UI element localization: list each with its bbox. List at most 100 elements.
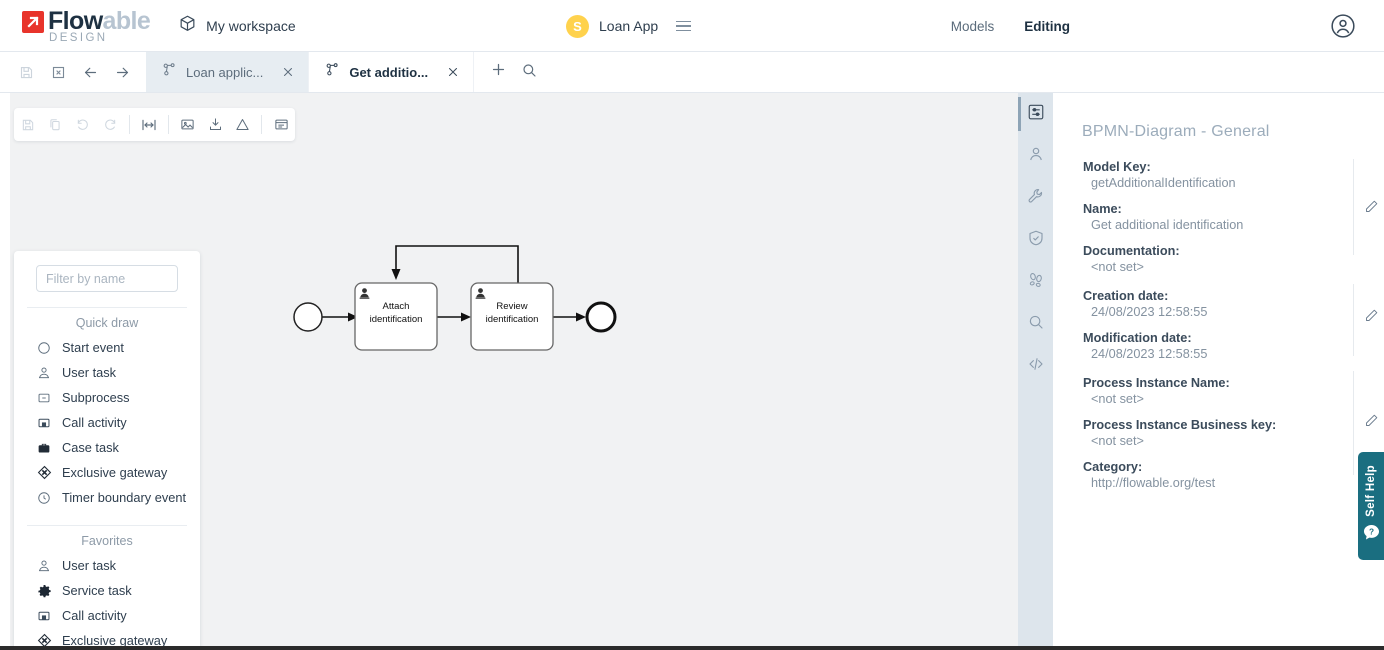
toggle-panel-icon[interactable]	[267, 111, 295, 139]
self-help-tab[interactable]: Self Help ?	[1358, 452, 1384, 560]
bpmn-user-task-review-identification[interactable]: Review identification	[470, 282, 554, 351]
save-icon[interactable]	[14, 111, 42, 139]
workspace-selector[interactable]: My workspace	[178, 14, 296, 38]
palette-item-label: Timer boundary event	[62, 490, 187, 505]
arrow-left-icon[interactable]	[76, 58, 104, 86]
copy-icon[interactable]	[42, 111, 70, 139]
user-icon	[1027, 145, 1045, 168]
palette-divider	[27, 525, 187, 526]
palette-item-call-activity[interactable]: Call activity	[14, 410, 200, 435]
rail-item-search[interactable]	[1018, 303, 1053, 345]
close-box-icon[interactable]	[44, 58, 72, 86]
current-app[interactable]: S Loan App	[566, 0, 692, 52]
panel-title: BPMN-Diagram - General	[1082, 123, 1270, 140]
window-bottom-edge	[0, 646, 1384, 650]
property-label: Creation date:	[1083, 289, 1169, 303]
palette-item-start-event[interactable]: Start event	[14, 335, 200, 360]
search-icon[interactable]	[521, 62, 537, 83]
export-image-icon[interactable]	[174, 111, 202, 139]
validate-warning-icon[interactable]	[229, 111, 257, 139]
palette-item-subprocess[interactable]: Subprocess	[14, 385, 200, 410]
tab-label: Loan applic...	[186, 64, 264, 80]
element-palette: Quick draw Start event User task	[14, 251, 200, 650]
pencil-icon[interactable]	[1364, 413, 1379, 428]
process-icon	[325, 62, 340, 82]
pencil-icon[interactable]	[1364, 308, 1379, 323]
property-row-name: Name: Get additional identification	[1083, 201, 1384, 234]
property-value: getAdditionalIdentification	[1091, 176, 1236, 190]
user-task-icon	[359, 288, 370, 299]
favorite-item-service-task[interactable]: Service task	[14, 578, 200, 603]
fit-width-icon[interactable]	[135, 111, 163, 139]
toolbar-divider	[261, 115, 263, 134]
favorite-item-call-activity[interactable]: Call activity	[14, 603, 200, 628]
sequence-flow-review-to-end[interactable]	[552, 312, 586, 322]
code-icon	[1027, 355, 1045, 378]
rail-item-security[interactable]	[1018, 219, 1053, 261]
toolbar-divider	[129, 115, 131, 134]
bpmn-end-event[interactable]	[585, 301, 617, 333]
rail-item-tools[interactable]	[1018, 177, 1053, 219]
rail-item-identity[interactable]	[1018, 135, 1053, 177]
shield-check-icon	[1027, 229, 1045, 252]
favorites-title: Favorites	[81, 534, 133, 548]
close-icon[interactable]	[272, 66, 294, 78]
task-label-line2: identification	[486, 314, 539, 325]
property-label: Process Instance Name:	[1083, 376, 1230, 390]
property-group-general: Model Key: getAdditionalIdentification N…	[1083, 159, 1384, 276]
property-value: 24/08/2023 12:58:55	[1091, 305, 1208, 319]
user-circle-icon[interactable]	[1330, 13, 1356, 39]
property-row-modification-date: Modification date: 24/08/2023 12:58:55	[1083, 330, 1384, 363]
save-icon[interactable]	[12, 58, 40, 86]
bpmn-start-event[interactable]	[293, 302, 323, 332]
palette-item-timer-boundary-event[interactable]: Timer boundary event	[14, 485, 200, 510]
sequence-flow-attach-to-review[interactable]	[437, 312, 471, 322]
redo-icon[interactable]	[97, 111, 125, 139]
palette-item-label: User task	[62, 558, 117, 573]
favorite-item-user-task[interactable]: User task	[14, 553, 200, 578]
property-value: 24/08/2023 12:58:55	[1091, 347, 1208, 361]
filter-input[interactable]	[36, 265, 178, 292]
property-row-category: Category: http://flowable.org/test	[1083, 459, 1384, 492]
editor-tab-get-additional-identification[interactable]: Get additio...	[309, 52, 475, 92]
pencil-icon[interactable]	[1364, 199, 1379, 214]
property-divider	[1353, 371, 1354, 475]
close-icon[interactable]	[437, 66, 459, 78]
timer-boundary-event-icon	[36, 490, 52, 506]
properties-body: Model Key: getAdditionalIdentification N…	[1053, 141, 1384, 492]
editor-tab-loan-application[interactable]: Loan applic...	[146, 52, 310, 92]
bpmn-canvas[interactable]: Quick draw Start event User task	[0, 93, 1018, 650]
nav-models[interactable]: Models	[950, 18, 995, 34]
property-value: http://flowable.org/test	[1091, 476, 1216, 490]
palette-item-label: Call activity	[62, 415, 127, 430]
palette-item-user-task[interactable]: User task	[14, 360, 200, 385]
bpmn-user-task-attach-identification[interactable]: Attach identification	[354, 282, 438, 351]
plus-icon[interactable]	[490, 61, 507, 83]
user-task-icon	[475, 288, 486, 299]
self-help-label: Self Help	[1365, 464, 1377, 517]
property-group-process-instance: Process Instance Name: <not set> Process…	[1083, 371, 1384, 492]
rail-item-code[interactable]	[1018, 345, 1053, 387]
property-divider	[1353, 284, 1354, 356]
palette-item-exclusive-gateway[interactable]: Exclusive gateway	[14, 460, 200, 485]
logo-word-primary: Flow	[48, 7, 103, 35]
nav-editing[interactable]: Editing	[1024, 18, 1070, 34]
rail-item-properties[interactable]	[1018, 93, 1053, 135]
bpmn-diagram[interactable]: Attach identification Review identificat…	[0, 93, 1018, 650]
palette-item-label: Case task	[62, 440, 119, 455]
favorite-item-exclusive-gateway[interactable]: Exclusive gateway	[14, 628, 200, 650]
sequence-flow-start-to-attach[interactable]	[322, 312, 358, 322]
hamburger-icon[interactable]	[676, 20, 692, 32]
app-name-label: Loan App	[599, 18, 659, 34]
flowable-logo-mark-icon	[22, 10, 44, 33]
rail-item-footprints[interactable]	[1018, 261, 1053, 303]
undo-icon[interactable]	[69, 111, 97, 139]
property-value: Get additional identification	[1091, 218, 1244, 232]
sequence-flow-review-to-attach-loop[interactable]	[391, 245, 519, 286]
palette-item-case-task[interactable]: Case task	[14, 435, 200, 460]
tabbar-actions	[474, 52, 537, 92]
arrow-right-icon[interactable]	[108, 58, 136, 86]
download-icon[interactable]	[201, 111, 229, 139]
